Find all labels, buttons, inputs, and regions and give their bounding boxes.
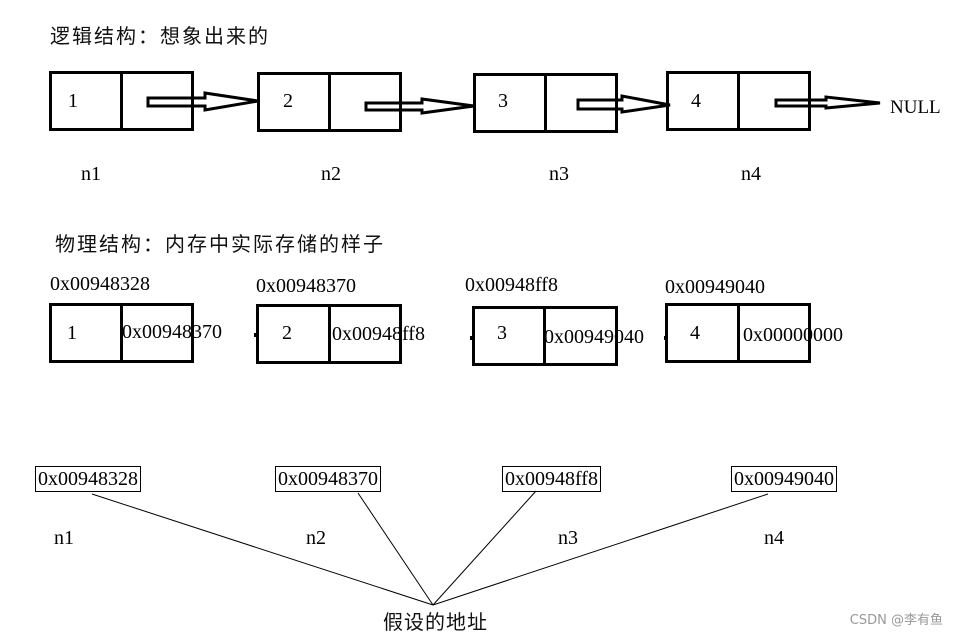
line-n4 — [432, 493, 769, 606]
arrow-n3-n4 — [576, 94, 671, 114]
physical-node-3-value: 3 — [497, 322, 507, 344]
address-box-n1: 0x00948328 — [35, 466, 141, 492]
physical-node-4 — [665, 303, 811, 363]
dot-n4 — [664, 336, 668, 340]
logical-label-n3: n3 — [549, 163, 569, 185]
logical-arrows — [146, 91, 881, 115]
line-n3 — [432, 490, 537, 606]
address-box-n3: 0x00948ff8 — [502, 466, 601, 492]
physical-node-4-value: 4 — [690, 322, 700, 344]
physical-node-3-next: 0x00949040 — [544, 326, 644, 348]
address-box-n4: 0x00949040 — [731, 466, 837, 492]
address-label-n3: n3 — [558, 527, 578, 549]
physical-node-1-next: 0x00948370 — [122, 321, 222, 343]
logical-node-3-value: 3 — [498, 90, 508, 112]
address-label-n1: n1 — [54, 527, 74, 549]
physical-node-2-address: 0x00948370 — [256, 275, 356, 297]
physical-node-1 — [49, 303, 194, 363]
arrow-n1-n2 — [146, 91, 259, 112]
null-terminal: NULL — [890, 97, 941, 118]
line-n2 — [357, 492, 434, 606]
physical-node-1-value: 1 — [67, 322, 77, 344]
address-lines — [91, 490, 769, 606]
logical-label-n4: n4 — [741, 163, 761, 185]
logical-structure-title: 逻辑结构：想象出来的 — [50, 24, 270, 48]
logical-node-1 — [49, 71, 194, 131]
physical-node-3-address: 0x00948ff8 — [465, 274, 558, 296]
assumed-address-caption: 假设的地址 — [383, 610, 488, 634]
logical-node-1-value: 1 — [68, 90, 78, 112]
physical-node-4-address: 0x00949040 — [665, 276, 765, 298]
address-label-n2: n2 — [306, 527, 326, 549]
physical-node-4-next: 0x00000000 — [743, 324, 843, 346]
logical-node-4-value: 4 — [691, 90, 701, 112]
arrow-n2-n3 — [364, 97, 475, 115]
address-box-n2: 0x00948370 — [275, 466, 381, 492]
logical-node-2-value: 2 — [283, 90, 293, 112]
physical-dots — [254, 333, 668, 340]
physical-node-2-next: 0x00948ff8 — [332, 323, 425, 345]
dot-n2 — [254, 333, 258, 337]
logical-label-n2: n2 — [321, 163, 341, 185]
watermark: CSDN @李有鱼 — [849, 613, 943, 628]
physical-structure-title: 物理结构：内存中实际存储的样子 — [55, 232, 385, 256]
physical-node-1-address: 0x00948328 — [50, 273, 150, 295]
physical-node-2-value: 2 — [282, 322, 292, 344]
address-label-n4: n4 — [764, 527, 784, 549]
arrow-n4-null — [774, 95, 881, 110]
logical-node-3 — [473, 73, 618, 133]
dot-n3 — [470, 336, 475, 340]
logical-label-n1: n1 — [81, 163, 101, 185]
line-n1 — [91, 493, 434, 606]
